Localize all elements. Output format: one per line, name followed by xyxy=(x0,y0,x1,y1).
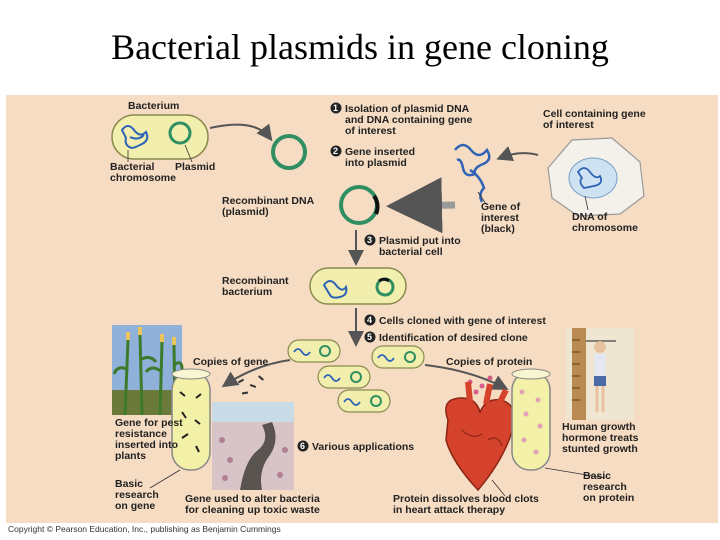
recombinant-bacterium xyxy=(309,267,407,305)
gene-copies xyxy=(237,375,264,395)
height-chart-child-image xyxy=(566,328,634,420)
label-step5: Identification of desired clone xyxy=(379,332,528,344)
arrow-to-copies-of-protein xyxy=(424,364,509,390)
arrow-bacterium-to-plasmid xyxy=(209,123,273,142)
protein-test-tube-right xyxy=(511,368,551,471)
heart-image xyxy=(445,381,515,492)
step1-badge xyxy=(330,102,342,114)
step3-number: 3 xyxy=(367,235,372,245)
donor-cell xyxy=(547,137,645,217)
bacteria-test-tube-left xyxy=(171,368,211,471)
gene-dna-fragment xyxy=(454,143,491,203)
plasmid-pointer xyxy=(184,144,193,163)
chromosome-dna-pointer xyxy=(584,195,589,211)
step6-number: 6 xyxy=(300,441,305,451)
cloned-bacteria xyxy=(287,339,425,413)
step4-number: 4 xyxy=(367,315,372,325)
isolated-plasmid xyxy=(271,134,307,170)
label-step4: Cells cloned with gene of interest xyxy=(379,315,546,327)
label-bacterium: Bacterium xyxy=(128,100,179,112)
label-copies-of-gene: Copies of gene xyxy=(193,356,268,368)
label-step6: Various applications xyxy=(312,441,414,453)
toxic-waste-landscape-image xyxy=(212,402,294,490)
copyright-notice: Copyright © Pearson Education, Inc., pub… xyxy=(8,524,281,534)
step2-number: 2 xyxy=(333,146,338,156)
step4-badge xyxy=(364,314,376,326)
slide-title: Bacterial plasmids in gene cloning xyxy=(111,27,609,67)
arrow-to-copies-of-gene xyxy=(221,359,291,388)
bacterium-top xyxy=(111,114,209,160)
step2-badge xyxy=(330,145,342,157)
gene-pointer xyxy=(477,191,487,205)
step6-badge xyxy=(297,440,309,452)
label-plasmid: Plasmid xyxy=(175,161,215,173)
label-recombinant-dna: Recombinant DNA(plasmid) xyxy=(222,195,315,218)
recombinant-plasmid xyxy=(339,185,380,225)
label-copies-of-protein: Copies of protein xyxy=(446,356,532,368)
arrow-gene-into-plasmid xyxy=(386,177,456,234)
step5-number: 5 xyxy=(367,332,372,342)
step1-number: 1 xyxy=(333,103,338,113)
step3-badge xyxy=(364,234,376,246)
corn-plants-image xyxy=(112,325,184,416)
step5-badge xyxy=(364,331,376,343)
caption-pointers xyxy=(149,467,606,497)
arrow-cell-to-gene xyxy=(496,146,539,161)
